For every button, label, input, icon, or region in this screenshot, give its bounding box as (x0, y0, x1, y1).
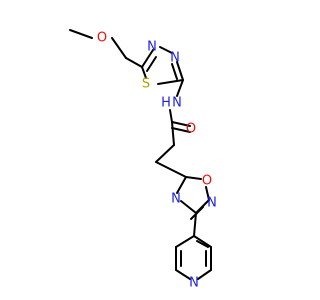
bond-oxd-n-c (180, 200, 197, 214)
bond-ch2-ch2 (155, 144, 175, 163)
bond-methyl-o (69, 29, 93, 39)
amide-nitrogen-label: N (172, 96, 182, 111)
bond-oxd-c-o (185, 176, 202, 180)
bond-thd-n1-n2 (159, 46, 173, 54)
bond-pyr-2 (193, 235, 212, 248)
oxadiazole-nitrogen-right-label: N (207, 196, 217, 211)
bond-pyr-double-3 (196, 240, 209, 248)
bond-pyr-6 (197, 269, 212, 280)
structure-canvas: O N N S N H O O N N N (69, 29, 217, 291)
methoxy-oxygen-label: O (97, 31, 107, 46)
bond-thd-n2-c-double (171, 63, 178, 80)
oxadiazole-oxygen-label: O (202, 174, 212, 189)
thiadiazole-n2-label: N (170, 51, 180, 66)
bond-carbonyl-o (171, 121, 191, 127)
bond-ch2-oxadiazole (155, 161, 187, 178)
bond-oxd-o-n (205, 186, 210, 201)
bond-layer (69, 29, 212, 280)
bond-o-ch2 (111, 37, 127, 59)
bond-thd-n2-c (176, 61, 184, 81)
bond-carbonyl-o-double (171, 127, 191, 133)
molecule-diagram: O N N S N H O O N N N (69, 29, 217, 291)
bond-oxadiazole-pyridine (193, 212, 197, 237)
bond-ch2-thiadiazole (125, 57, 143, 68)
bond-thd-c-n1-double (146, 56, 157, 72)
bond-carbonyl-ch2 (171, 121, 175, 146)
amide-hydrogen-label: H (161, 96, 171, 111)
bond-pyr-5 (175, 269, 191, 280)
bond-nh-carbonyl (169, 109, 173, 123)
bond-thd-s-c (141, 66, 147, 79)
bond-thd-c-n1 (141, 49, 154, 68)
oxadiazole-nitrogen-bottom-label: N (171, 192, 181, 207)
bond-pyr-1 (175, 235, 195, 248)
thiadiazole-sulfur-label: S (142, 77, 150, 92)
pyridine-nitrogen-label: N (189, 276, 199, 291)
bond-thd-c-s (157, 79, 184, 85)
amide-oxygen-label: O (186, 122, 196, 137)
thiadiazole-n1-label: N (147, 40, 157, 55)
bond-thd-nh (176, 79, 184, 97)
bond-oxd-c-n (176, 176, 187, 194)
atom-labels: O N N S N H O O N N N (97, 31, 217, 291)
